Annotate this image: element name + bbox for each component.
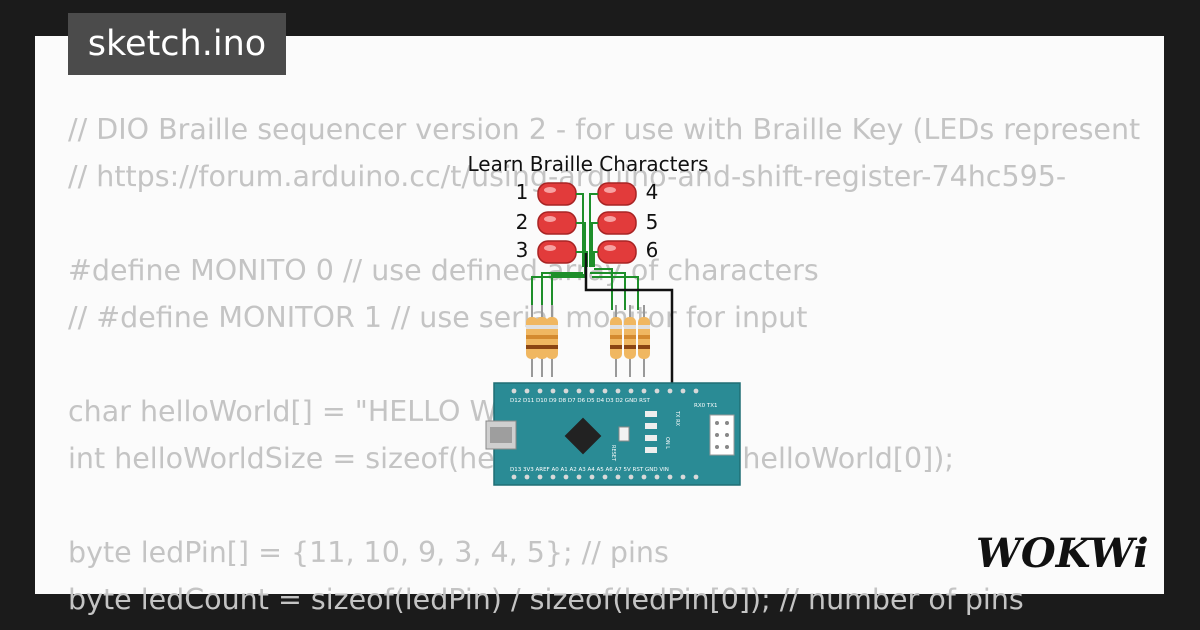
led-label-5: 5 xyxy=(646,210,659,234)
led-6[interactable] xyxy=(597,240,637,264)
arduino-nano-board[interactable]: D12 D11 D10 D9 D8 D7 D6 D5 D4 D3 D2 GND … xyxy=(485,382,741,486)
resistor[interactable] xyxy=(610,305,622,377)
led-3[interactable] xyxy=(537,240,577,264)
icsp-pins xyxy=(715,421,729,449)
brand-name: WOKWi xyxy=(976,530,1149,577)
led-1[interactable] xyxy=(537,182,577,206)
led-label-1: 1 xyxy=(516,180,529,204)
led-label-6: 6 xyxy=(646,238,659,262)
ground-wire xyxy=(584,253,674,390)
resistors[interactable] xyxy=(526,305,650,377)
pwr-l-label: ON L xyxy=(664,437,670,449)
resistor[interactable] xyxy=(624,305,636,377)
rx0-tx1-label: RX0 TX1 xyxy=(694,403,717,409)
microcontroller-chip xyxy=(564,417,602,455)
led-power xyxy=(645,435,657,441)
reset-button[interactable] xyxy=(618,426,630,442)
icsp-header xyxy=(709,414,735,456)
circuit-diagram[interactable]: Learn Braille Characters 1 2 3 4 5 6 xyxy=(440,145,770,495)
resistor[interactable] xyxy=(638,305,650,377)
code-line: // DIO Braille sequencer version 2 - for… xyxy=(68,113,1141,146)
wokwi-logo: WOKWi xyxy=(976,530,1149,577)
led-tx xyxy=(645,411,657,417)
usb-port xyxy=(490,427,512,443)
bottom-pin-labels: D13 3V3 AREF A0 A1 A2 A3 A4 A5 A6 A7 5V … xyxy=(510,467,669,473)
reset-label: RESET xyxy=(610,445,616,462)
code-line: // https://forum.arduino.cc/t/using-ardu… xyxy=(68,160,1067,193)
led-2[interactable] xyxy=(537,211,577,235)
file-tab[interactable]: sketch.ino xyxy=(68,13,286,75)
resistor[interactable] xyxy=(546,305,558,377)
code-line: byte ledPin[] = {11, 10, 9, 3, 4, 5}; //… xyxy=(68,536,669,569)
code-line: byte ledCount = sizeof(ledPin) / sizeof(… xyxy=(68,583,1024,616)
led-label-4: 4 xyxy=(646,180,659,204)
led-l xyxy=(645,447,657,453)
led-rx xyxy=(645,423,657,429)
led-label-3: 3 xyxy=(516,238,529,262)
resistor[interactable] xyxy=(526,305,538,377)
led-label-2: 2 xyxy=(516,210,529,234)
led-5[interactable] xyxy=(597,211,637,235)
top-pin-labels: D12 D11 D10 D9 D8 D7 D6 D5 D4 D3 D2 GND … xyxy=(510,398,650,404)
tx-rx-label: TX RX xyxy=(674,410,680,427)
resistor[interactable] xyxy=(536,305,548,377)
green-wires xyxy=(531,193,639,310)
board-pin-headers xyxy=(511,388,699,480)
led-4[interactable] xyxy=(597,182,637,206)
circuit-title: Learn Braille Characters xyxy=(468,152,709,176)
